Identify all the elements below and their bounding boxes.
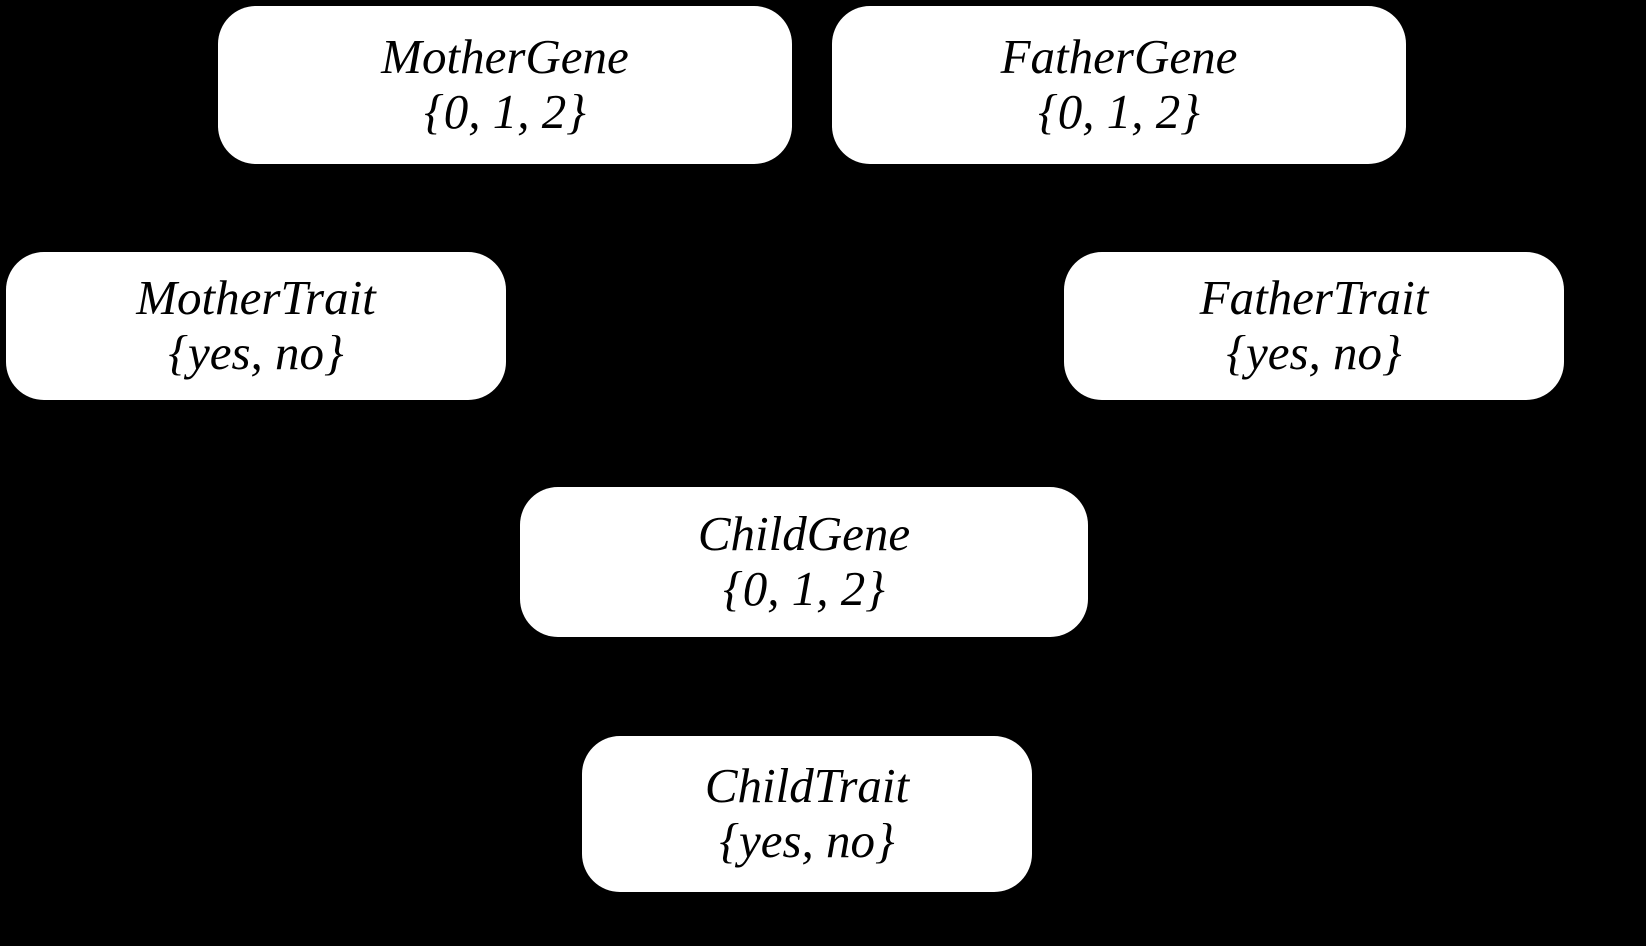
node-mother-trait-label: MotherTrait: [136, 270, 376, 326]
node-father-gene[interactable]: FatherGene {0, 1, 2}: [832, 6, 1406, 164]
node-mother-gene[interactable]: MotherGene {0, 1, 2}: [218, 6, 792, 164]
node-child-trait-domain: {yes, no}: [719, 813, 895, 868]
node-child-gene[interactable]: ChildGene {0, 1, 2}: [520, 487, 1088, 637]
node-mother-trait-domain: {yes, no}: [168, 325, 344, 380]
edge-mother-gene-to-child-gene: [558, 163, 682, 488]
edge-father-gene-to-child-gene: [928, 163, 1072, 488]
node-father-trait-label: FatherTrait: [1199, 270, 1429, 326]
node-father-gene-domain: {0, 1, 2}: [1038, 84, 1200, 139]
edge-mother-gene-to-mother-trait: [248, 162, 342, 254]
edge-father-gene-to-father-trait: [1228, 162, 1312, 254]
node-mother-trait[interactable]: MotherTrait {yes, no}: [6, 252, 506, 400]
node-mother-gene-label: MotherGene: [381, 29, 629, 85]
node-child-trait-label: ChildTrait: [704, 758, 910, 814]
node-mother-gene-domain: {0, 1, 2}: [424, 84, 586, 139]
node-child-trait[interactable]: ChildTrait {yes, no}: [582, 736, 1032, 892]
node-father-trait[interactable]: FatherTrait {yes, no}: [1064, 252, 1564, 400]
node-child-gene-label: ChildGene: [697, 506, 911, 562]
node-father-gene-label: FatherGene: [1000, 29, 1238, 85]
node-child-gene-domain: {0, 1, 2}: [723, 561, 885, 616]
node-father-trait-domain: {yes, no}: [1226, 325, 1402, 380]
